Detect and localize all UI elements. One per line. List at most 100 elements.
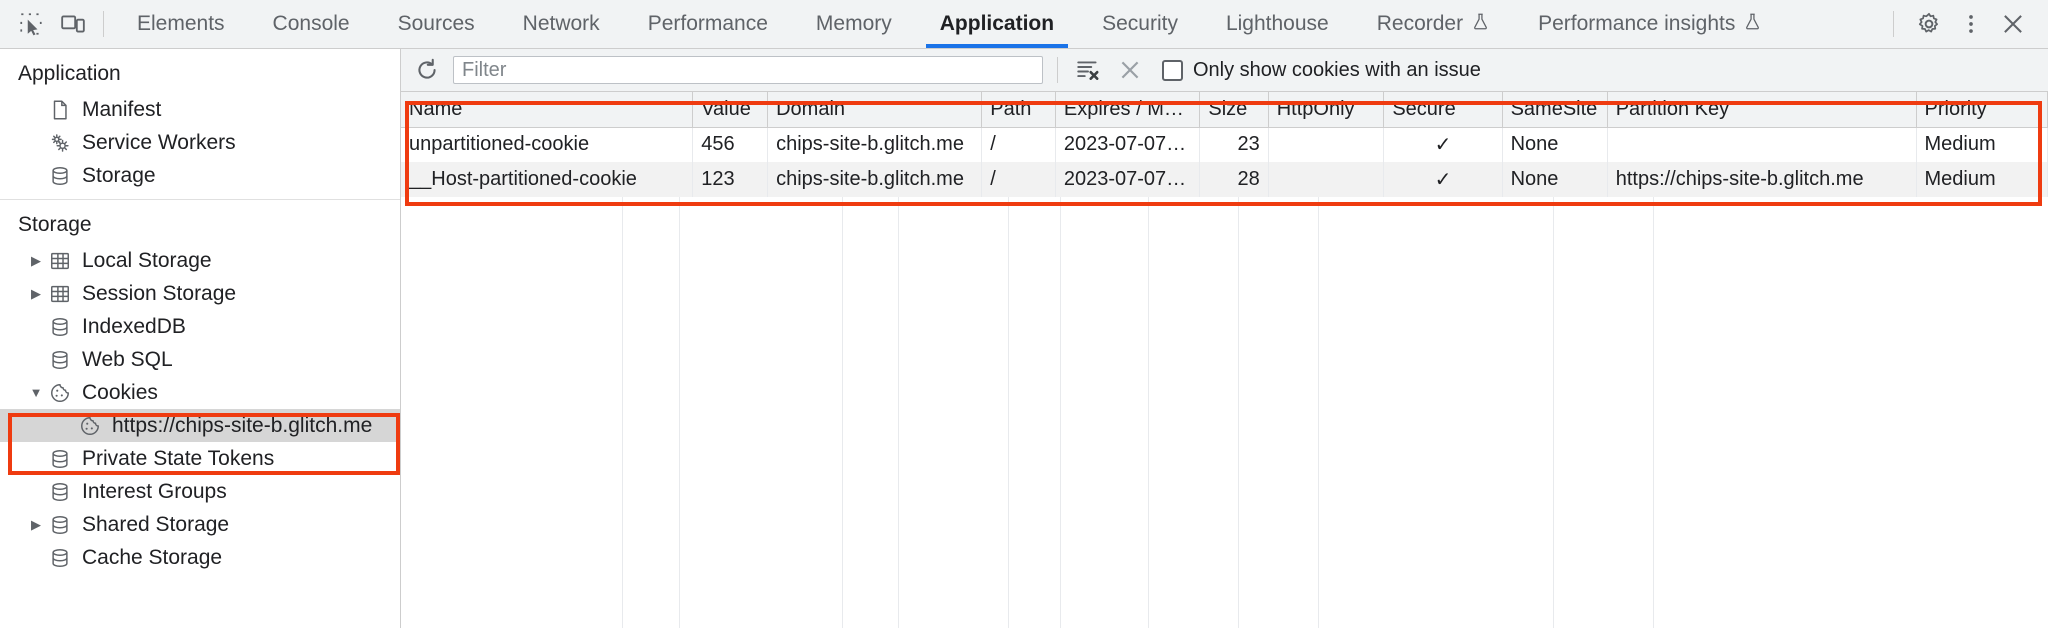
database-icon — [46, 479, 74, 505]
cell-samesite[interactable]: None — [1502, 127, 1608, 162]
grid-column-divider — [1009, 197, 1061, 628]
tab-recorder[interactable]: Recorder — [1353, 0, 1514, 48]
sidebar-item-private-state-tokens[interactable]: Private State Tokens — [0, 442, 400, 475]
tab-elements[interactable]: Elements — [113, 0, 249, 48]
column-header-domain[interactable]: Domain — [767, 92, 983, 128]
database-icon — [46, 512, 74, 538]
sidebar-item-local-storage[interactable]: Local Storage — [0, 244, 400, 277]
clear-all-cookies-icon[interactable] — [1114, 54, 1146, 86]
tab-performance[interactable]: Performance — [624, 0, 792, 48]
more-vertical-icon[interactable] — [1950, 3, 1992, 45]
clear-filtered-cookies-icon[interactable] — [1072, 54, 1104, 86]
column-header-secure[interactable]: Secure — [1383, 92, 1503, 128]
sidebar-item-label: Interest Groups — [82, 480, 227, 503]
cell-priority[interactable]: Medium — [1916, 127, 2048, 162]
column-header-value[interactable]: Value — [692, 92, 769, 128]
sidebar-item-https-chips-site-b-glitch-me[interactable]: https://chips-site-b.glitch.me — [0, 409, 400, 442]
sidebar-item-label: Cookies — [82, 381, 158, 404]
tabbar-divider — [103, 11, 104, 37]
cell-domain[interactable]: chips-site-b.glitch.me — [767, 127, 983, 162]
chevron-right-icon[interactable] — [26, 517, 46, 533]
column-header-name[interactable]: Name — [401, 92, 694, 128]
gear-icon[interactable] — [1908, 3, 1950, 45]
inspect-element-icon[interactable] — [10, 3, 52, 45]
sidebar-item-web-sql[interactable]: Web SQL — [0, 343, 400, 376]
tab-label: Network — [522, 12, 600, 35]
cell-partition[interactable]: https://chips-site-b.glitch.me — [1607, 162, 1917, 197]
database-icon — [46, 347, 74, 373]
cell-secure[interactable]: ✓ — [1383, 127, 1503, 162]
cell-domain[interactable]: chips-site-b.glitch.me — [767, 162, 983, 197]
sidebar-section-divider — [0, 199, 400, 200]
only-show-issues-checkbox[interactable]: Only show cookies with an issue — [1162, 59, 1481, 82]
database-icon — [46, 314, 74, 340]
column-header-path[interactable]: Path — [981, 92, 1056, 128]
tab-label: Recorder — [1376, 12, 1464, 35]
grid-column-divider — [1319, 197, 1554, 628]
tab-sources[interactable]: Sources — [374, 0, 499, 48]
tab-console[interactable]: Console — [249, 0, 374, 48]
sidebar-item-label: Manifest — [82, 98, 162, 121]
column-header-samesite[interactable]: SameSite — [1502, 92, 1608, 128]
tab-application[interactable]: Application — [916, 0, 1078, 48]
tab-label: Performance insights — [1538, 12, 1736, 35]
sidebar-item-label: https://chips-site-b.glitch.me — [112, 414, 373, 437]
cell-priority[interactable]: Medium — [1916, 162, 2048, 197]
cell-partition[interactable] — [1607, 127, 1917, 162]
filter-toolbar-divider — [1057, 57, 1058, 83]
chevron-right-icon[interactable] — [26, 286, 46, 302]
close-icon[interactable] — [1992, 3, 2034, 45]
tab-lighthouse[interactable]: Lighthouse — [1202, 0, 1353, 48]
cell-name[interactable]: unpartitioned-cookie — [401, 127, 694, 162]
table-icon — [46, 248, 74, 274]
tab-label: Memory — [815, 12, 892, 35]
tab-network[interactable]: Network — [499, 0, 624, 48]
column-header-priority[interactable]: Priority — [1916, 92, 2048, 128]
cell-secure[interactable]: ✓ — [1383, 162, 1503, 197]
cell-httponly[interactable] — [1268, 162, 1385, 197]
refresh-icon[interactable] — [411, 54, 443, 86]
only-show-issues-label: Only show cookies with an issue — [1193, 58, 1481, 81]
sidebar-item-label: Private State Tokens — [82, 447, 275, 470]
sidebar-section-title: Application — [18, 62, 121, 85]
tab-memory[interactable]: Memory — [792, 0, 916, 48]
grid-column-divider — [899, 197, 1009, 628]
column-header-expires[interactable]: Expires / M… — [1055, 92, 1201, 128]
sidebar-item-shared-storage[interactable]: Shared Storage — [0, 508, 400, 541]
sidebar-item-storage[interactable]: Storage — [0, 159, 400, 192]
sidebar-item-label: Storage — [82, 164, 156, 187]
sidebar-item-cache-storage[interactable]: Cache Storage — [0, 541, 400, 574]
sidebar-item-cookies[interactable]: Cookies — [0, 376, 400, 409]
cell-path[interactable]: / — [981, 162, 1056, 197]
cell-expires[interactable]: 2023-07-07… — [1055, 162, 1201, 197]
sidebar-item-interest-groups[interactable]: Interest Groups — [0, 475, 400, 508]
sidebar-item-manifest[interactable]: Manifest — [0, 93, 400, 126]
cell-expires[interactable]: 2023-07-07… — [1055, 127, 1201, 162]
sidebar-item-indexeddb[interactable]: IndexedDB — [0, 310, 400, 343]
column-header-partition[interactable]: Partition Key — [1607, 92, 1917, 128]
cell-name[interactable]: __Host-partitioned-cookie — [401, 162, 694, 197]
cell-path[interactable]: / — [981, 127, 1056, 162]
cell-samesite[interactable]: None — [1502, 162, 1608, 197]
cell-httponly[interactable] — [1268, 127, 1385, 162]
cell-size[interactable]: 28 — [1199, 162, 1269, 197]
column-header-size[interactable]: Size — [1199, 92, 1269, 128]
device-toolbar-icon[interactable] — [52, 3, 94, 45]
checkbox-box[interactable] — [1162, 59, 1183, 81]
cell-value[interactable]: 456 — [692, 127, 769, 162]
tab-security[interactable]: Security — [1078, 0, 1202, 48]
experiment-flask-icon — [1471, 12, 1490, 37]
column-header-httponly[interactable]: HttpOnly — [1268, 92, 1385, 128]
tab-performance-insights[interactable]: Performance insights — [1514, 0, 1786, 48]
cell-value[interactable]: 123 — [692, 162, 769, 197]
chevron-down-icon[interactable] — [26, 385, 46, 400]
cell-size[interactable]: 23 — [1199, 127, 1269, 162]
filter-input[interactable] — [453, 56, 1043, 84]
sidebar-item-service-workers[interactable]: Service Workers — [0, 126, 400, 159]
sidebar-item-session-storage[interactable]: Session Storage — [0, 277, 400, 310]
chevron-right-icon[interactable] — [26, 253, 46, 269]
